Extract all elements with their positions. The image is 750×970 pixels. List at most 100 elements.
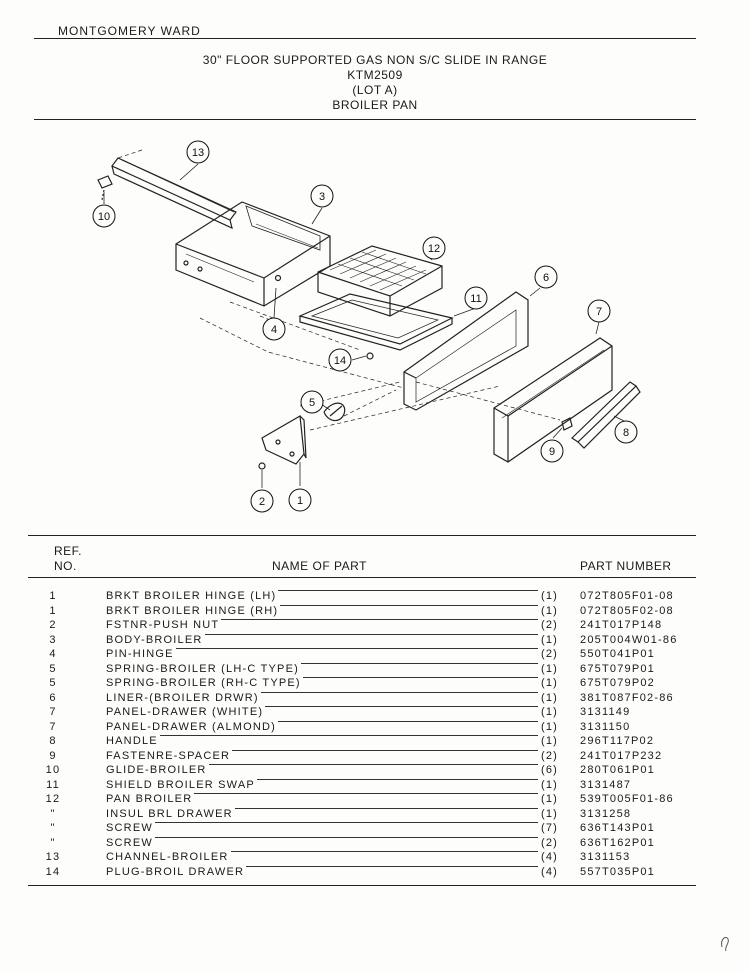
leader-line (261, 691, 538, 693)
quantity: (1) (541, 807, 559, 820)
callout-7-label: 7 (596, 306, 602, 318)
quantity: (4) (541, 865, 559, 878)
callout-13-circle (186, 140, 210, 164)
part-name: PAN BROILER (106, 793, 193, 805)
table-top-rule (28, 535, 696, 536)
callout-1-label: 1 (297, 495, 303, 507)
part-name: SCREW (106, 836, 153, 849)
leader-line (155, 836, 538, 838)
table-row: 9 FASTENRE-SPACER (2) 241T017P232 (0, 749, 750, 765)
quantity: (2) (541, 648, 559, 660)
leader-line (231, 851, 538, 852)
header-name-of-part: NAME OF PART (272, 559, 367, 573)
callout-5-circle (300, 390, 324, 414)
ref-number: " (50, 836, 56, 849)
part-number: 557T035P01 (580, 865, 655, 878)
part-name: INSUL BRL DRAWER (106, 807, 233, 820)
part-name: FSTNR-PUSH NUT (106, 619, 220, 631)
callout-12-label: 12 (428, 243, 440, 255)
ref-number: 4 (49, 648, 57, 660)
part-name: SCREW (106, 822, 153, 834)
ref-number: 13 (45, 851, 61, 863)
quantity: (1) (541, 677, 559, 689)
title-line-3: (LOT A) (352, 83, 398, 97)
quantity: (4) (541, 851, 559, 863)
leader-line (209, 764, 538, 765)
leader-line (155, 822, 538, 823)
part-name: BODY-BROILER (106, 633, 203, 646)
leader-line (160, 735, 538, 736)
callout-10-circle (92, 204, 116, 228)
table-row: "INSUL BRL DRAWER(1)3131258 (0, 807, 750, 823)
part-number: 675T079P02 (580, 677, 655, 689)
part-name: CHANNEL-BROILER (106, 851, 229, 863)
part-hinge-bracket (261, 415, 307, 465)
callout-14-label: 14 (334, 355, 346, 367)
callout-2-circle (250, 489, 274, 513)
quantity: (1) (541, 793, 559, 805)
ref-number: 11 (46, 778, 60, 791)
callout-9-label: 9 (549, 446, 555, 458)
part-liner-broiler-drawer (403, 291, 529, 411)
callout-8-label: 8 (623, 427, 629, 439)
leader-line (176, 648, 538, 649)
ref-number: 12 (45, 793, 61, 805)
ref-number: 5 (49, 677, 57, 689)
callout-4-circle (262, 317, 286, 341)
part-number: 3131149 (580, 706, 631, 718)
table-header-rule (28, 577, 696, 578)
ref-number: 9 (49, 749, 57, 762)
title-line-4: BROILER PAN (332, 98, 418, 112)
callout-12-circle (422, 236, 446, 260)
part-name: PANEL-DRAWER (WHITE) (106, 706, 264, 718)
part-name: SPRING-BROILER (LH-C TYPE) (106, 662, 299, 675)
part-name: PIN-HINGE (106, 648, 174, 660)
part-number: 241T017P232 (580, 749, 663, 762)
callout-14-circle (328, 348, 352, 372)
part-shield-broiler (298, 293, 454, 351)
part-name: LINER-(BROILER DRWR) (106, 691, 259, 704)
leader-line (194, 793, 538, 794)
callout-11-circle (464, 286, 488, 310)
header-ref: REF. (54, 544, 83, 558)
quantity: (1) (541, 778, 559, 791)
part-panel-drawer (493, 337, 613, 463)
part-name: GLIDE-BROILER (106, 764, 207, 776)
leader-line (235, 807, 538, 809)
part-number: 539T005F01-86 (580, 793, 674, 805)
ref-number: 1 (49, 604, 57, 617)
part-number: 241T017P148 (580, 619, 663, 631)
leader-line (280, 604, 538, 606)
part-number: 280T061P01 (580, 764, 655, 776)
part-number: 381T087F02-86 (580, 691, 674, 704)
leader-line (246, 865, 538, 867)
leader-line (232, 749, 538, 751)
part-name: FASTENRE-SPACER (106, 749, 231, 762)
quantity: (1) (541, 720, 559, 733)
part-number: 3131150 (580, 720, 631, 733)
part-name: SHIELD BROILER SWAP (106, 778, 255, 791)
table-row: 4 PIN-HINGE (2) 550T041P01 (0, 648, 750, 663)
quantity: (1) (541, 633, 559, 646)
title-line-1: 30" FLOOR SUPPORTED GAS NON S/C SLIDE IN… (202, 53, 548, 67)
quantity: (1) (541, 662, 559, 675)
callout-13-label: 13 (192, 147, 204, 159)
callout-6-label: 6 (543, 272, 549, 284)
callout-8-circle (614, 420, 638, 444)
leader-line (205, 633, 538, 635)
quantity: (2) (541, 836, 559, 849)
part-handle (571, 381, 641, 449)
quantity: (2) (541, 749, 559, 762)
leader-line (303, 677, 538, 678)
part-name: HANDLE (106, 735, 158, 747)
title-rule (34, 119, 696, 120)
callout-3-label: 3 (319, 191, 325, 203)
part-number: 072T805F02-08 (580, 604, 674, 617)
part-number: 550T041P01 (580, 648, 655, 660)
brand-name: MONTGOMERY WARD (58, 24, 201, 38)
callout-10-label: 10 (98, 211, 110, 223)
part-body-broiler (175, 201, 331, 307)
quantity: (1) (541, 691, 559, 704)
